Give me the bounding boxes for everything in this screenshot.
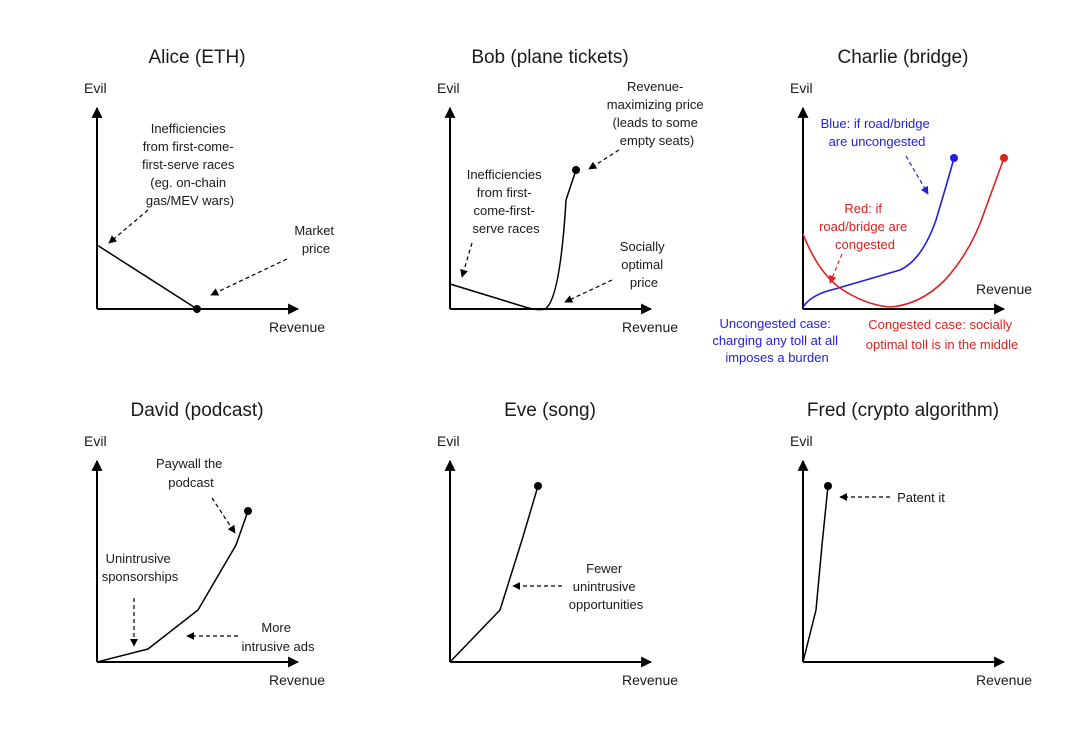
note-congested-case: Congested case: socially optimal toll is… [866,317,1018,352]
note-red-congested: Red: if road/bridge are congested [819,201,911,252]
note-market-price: Market price [294,223,337,256]
congested-curve [802,157,1005,308]
x-axis-label: Revenue [269,672,325,688]
panel-eve: Eve (song) Evil Revenue Fewer unintrusiv… [437,400,678,688]
uncongested-endpoint [950,154,958,162]
pointer-arrow [588,149,620,170]
note-revenue-max: Revenue- maximizing price (leads to some… [607,79,707,148]
note-sponsorships: Unintrusive sponsorships [102,551,179,584]
evil-curve [449,169,577,311]
y-axis-label: Evil [84,80,107,96]
evil-curve [96,510,249,663]
paywall-point [244,507,252,515]
note-uncongested-case: Uncongested case: charging any toll at a… [712,316,841,365]
evil-curve [96,244,198,310]
y-axis-label: Evil [437,433,460,449]
pointer-arrow [108,209,149,244]
x-axis-label: Revenue [976,672,1032,688]
pointer-arrow [829,253,843,284]
panel-title: Fred (crypto algorithm) [807,400,999,421]
panel-title: Bob (plane tickets) [471,47,628,68]
market-price-point [193,305,201,313]
pointer-arrow [210,258,288,296]
pointer-arrow [211,497,236,534]
revenue-max-point [572,166,580,174]
evil-curve [449,485,539,663]
panel-bob: Bob (plane tickets) Evil Revenue Ineffic… [437,47,707,335]
pointer-arrow [460,242,473,278]
evil-curve [802,485,829,663]
y-axis-label: Evil [790,80,813,96]
note-inefficiencies: Inefficiencies from first-come- first-se… [142,121,238,208]
pointer-arrow [905,155,929,195]
panel-david: David (podcast) Evil Revenue Paywall the… [84,400,325,688]
note-blue-uncongested: Blue: if road/bridge are uncongested [821,116,934,149]
uncongested-curve [802,157,955,308]
note-intrusive-ads: More intrusive ads [242,620,315,654]
panel-title: David (podcast) [130,400,263,421]
y-axis-label: Evil [437,80,460,96]
panel-title: Charlie (bridge) [838,47,969,68]
note-socially-optimal: Socially optimal price [620,239,668,290]
pointer-arrow [564,279,613,303]
note-inefficiencies: Inefficiencies from first- come-first- s… [467,167,546,236]
note-fewer-opportunities: Fewer unintrusive opportunities [569,561,644,612]
note-paywall: Paywall the podcast [156,456,226,490]
x-axis-label: Revenue [622,672,678,688]
panel-title: Eve (song) [504,400,596,421]
endpoint [534,482,542,490]
panel-charlie: Charlie (bridge) Evil Revenue Blue: if r… [712,47,1032,365]
x-axis-label: Revenue [976,281,1032,297]
y-axis-label: Evil [790,433,813,449]
y-axis-label: Evil [84,433,107,449]
endpoint [824,482,832,490]
note-patent: Patent it [897,490,945,505]
x-axis-label: Revenue [269,319,325,335]
panel-title: Alice (ETH) [148,47,245,68]
panel-fred: Fred (crypto algorithm) Evil Revenue Pat… [790,400,1032,688]
congested-endpoint [1000,154,1008,162]
x-axis-label: Revenue [622,319,678,335]
panel-alice: Alice (ETH) Evil Revenue Inefficiencies … [84,47,337,335]
